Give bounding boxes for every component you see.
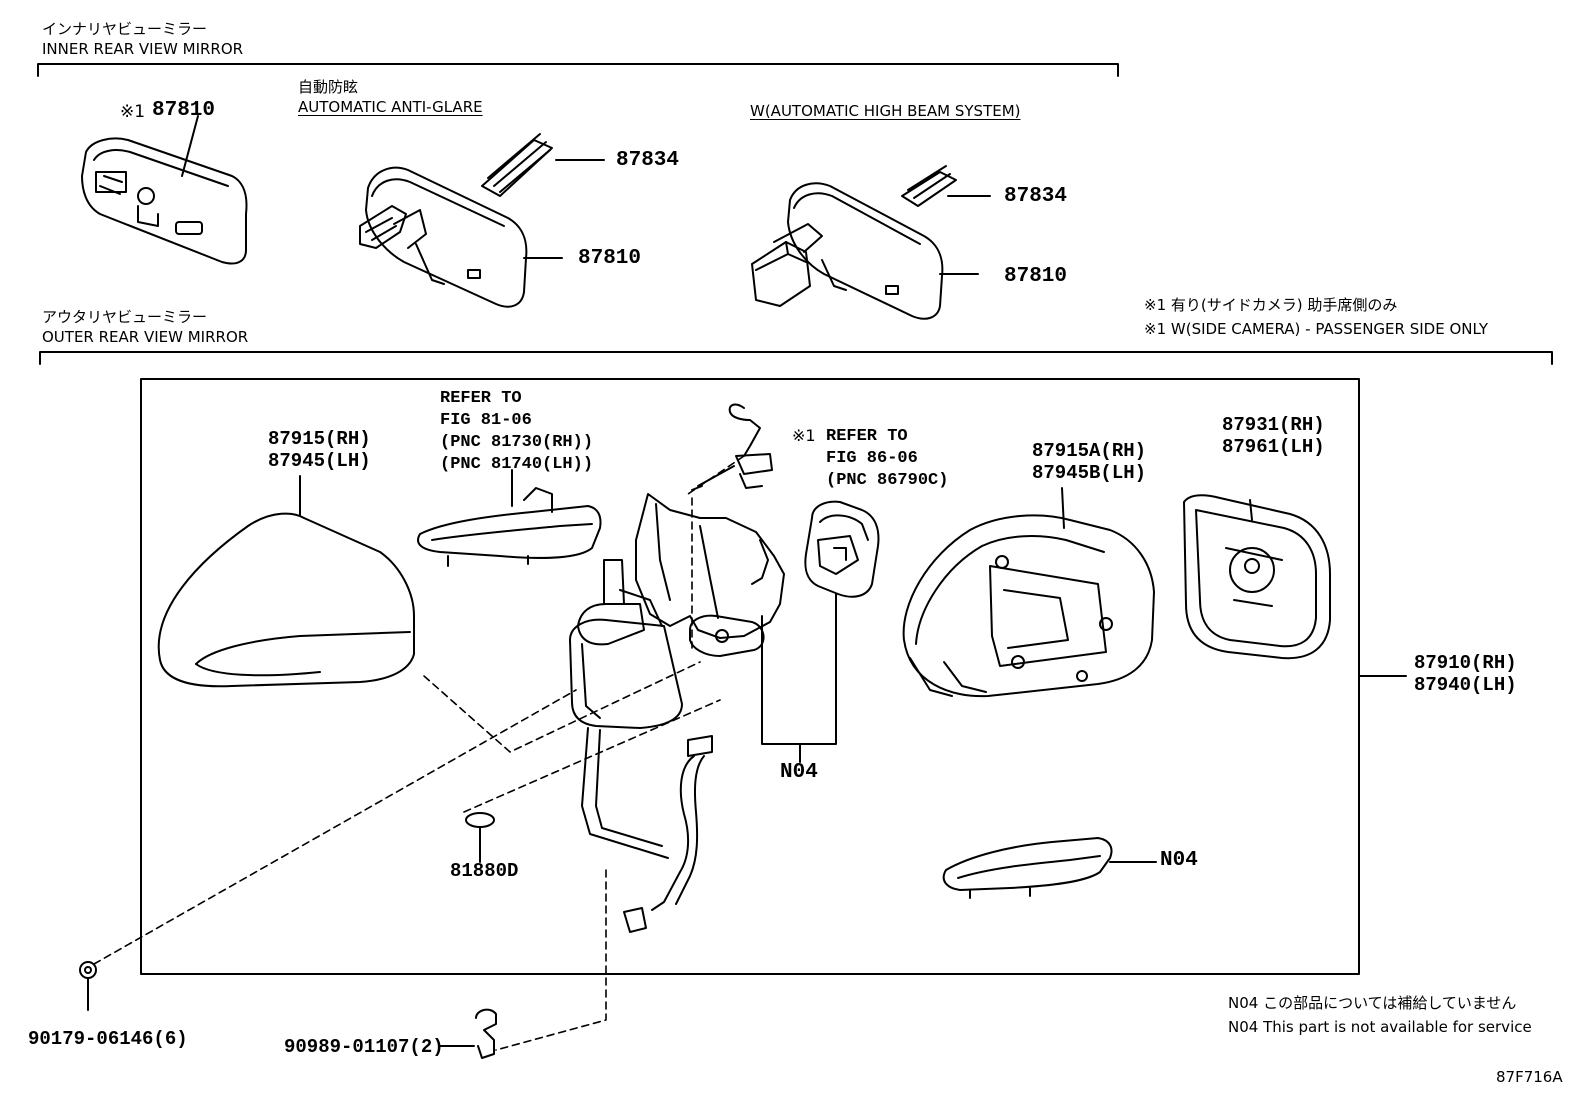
callout-87945: 87945(LH) xyxy=(268,450,371,472)
mirror-holder xyxy=(902,487,1155,698)
inner-mirror-high-beam xyxy=(751,165,991,320)
callout-81880d: 81880D xyxy=(450,860,519,882)
lower-lamp-cover xyxy=(942,837,1157,899)
callout-87915: 87915(RH) xyxy=(268,428,371,450)
side-camera-unit xyxy=(804,500,880,598)
hole-plug-81880d xyxy=(465,812,495,863)
callout-87940: 87940(LH) xyxy=(1414,674,1517,696)
mark-87810: ※1 xyxy=(120,102,146,122)
note-side-camera-jp: ※1 有り(サイドカメラ) 助手席側のみ xyxy=(1144,296,1398,314)
refer-block-81-06: REFER TO FIG 81-06 (PNC 81730(RH)) (PNC … xyxy=(440,388,593,476)
refer-line: FIG 81-06 xyxy=(440,411,532,430)
mirror-base-assembly xyxy=(569,493,785,933)
outer-title-en: OUTER REAR VIEW MIRROR xyxy=(42,328,249,346)
callout-87810-basic: 87810 xyxy=(152,99,216,122)
high-beam-variant: W(AUTOMATIC HIGH BEAM SYSTEM) xyxy=(750,102,1021,120)
outer-mirror-frame xyxy=(140,378,1360,975)
assembly-lines xyxy=(93,455,745,1051)
refer-line: FIG 86-06 xyxy=(826,449,918,468)
callout-87834-auto: 87834 xyxy=(616,149,680,172)
refer-line: (PNC 86790C) xyxy=(826,471,949,490)
auto-anti-glare-en: AUTOMATIC ANTI-GLARE xyxy=(298,98,483,116)
note-side-camera-en: ※1 W(SIDE CAMERA) - PASSENGER SIDE ONLY xyxy=(1144,320,1489,338)
callout-87915a: 87915A(RH) xyxy=(1032,440,1147,462)
inner-title-en: INNER REAR VIEW MIRROR xyxy=(42,40,244,58)
callout-87834-highbeam: 87834 xyxy=(1004,185,1068,208)
nut-90179 xyxy=(79,961,97,1011)
callout-90179: 90179-06146(6) xyxy=(28,1028,188,1050)
callout-87810-auto: 87810 xyxy=(578,247,642,270)
callout-90989: 90989-01107(2) xyxy=(284,1036,444,1058)
callout-87945b: 87945B(LH) xyxy=(1032,462,1147,484)
side-turn-lamp xyxy=(417,469,602,567)
refer-line: (PNC 81740(LH)) xyxy=(440,455,594,474)
auto-anti-glare-jp: 自動防眩 xyxy=(298,78,359,96)
inner-mirror-basic xyxy=(81,115,248,265)
clip-90989 xyxy=(439,1008,497,1059)
mark-refer-86-06: ※1 xyxy=(792,426,816,445)
callout-87810-highbeam: 87810 xyxy=(1004,265,1068,288)
inner-title-jp: インナリヤビューミラー xyxy=(42,20,208,38)
callout-n04-cover: N04 xyxy=(1160,849,1198,872)
callout-87961: 87961(LH) xyxy=(1222,436,1325,458)
note-n04-jp: N04 この部品については補給していません xyxy=(1228,994,1517,1012)
mirror-cover xyxy=(157,475,415,688)
figure-id: 87F716A xyxy=(1496,1068,1563,1086)
outer-title-jp: アウタリヤビューミラー xyxy=(42,308,208,326)
inner-mirror-auto-anti-glare xyxy=(359,133,605,308)
outer-section-bracket xyxy=(39,351,1553,365)
callout-87910: 87910(RH) xyxy=(1414,652,1517,674)
inner-section-bracket xyxy=(37,63,1119,77)
mirror-glass xyxy=(1183,494,1331,660)
refer-block-86-06: REFER TO FIG 86-06 (PNC 86790C) xyxy=(826,426,948,492)
callout-87931: 87931(RH) xyxy=(1222,414,1325,436)
refer-line: REFER TO xyxy=(826,427,908,446)
callout-n04-bracket: N04 xyxy=(780,761,818,784)
refer-line: (PNC 81730(RH)) xyxy=(440,433,594,452)
note-n04-en: N04 This part is not available for servi… xyxy=(1228,1018,1532,1036)
camera-harness xyxy=(691,403,773,491)
refer-line: REFER TO xyxy=(440,389,522,408)
